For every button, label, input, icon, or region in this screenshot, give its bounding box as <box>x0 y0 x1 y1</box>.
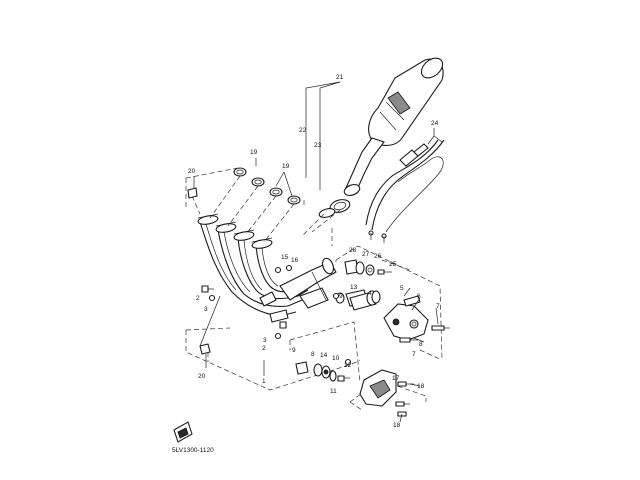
exhaust-header-pipes[interactable] <box>197 213 337 323</box>
callout-7-b: 7 <box>412 351 416 358</box>
callout-6: 6 <box>417 293 421 300</box>
callout-20: 20 <box>188 168 196 175</box>
exploded-view-guides <box>185 167 443 411</box>
callout-23: 23 <box>314 142 322 149</box>
callout-8-b: 8 <box>311 351 315 358</box>
callout-8: 8 <box>419 341 423 348</box>
washer-grommet-set[interactable] <box>295 358 352 382</box>
callout-16: 16 <box>291 257 299 264</box>
callout-14: 14 <box>320 352 328 359</box>
muffler-assembly[interactable] <box>318 54 446 219</box>
callout-13: 13 <box>350 284 358 291</box>
small-hardware[interactable] <box>274 259 393 300</box>
callout-3: 3 <box>204 306 208 313</box>
callout-21: 21 <box>336 74 344 81</box>
side-cover[interactable] <box>359 369 414 417</box>
callout-labels: 1 2 2 3 3 4 5 6 7 7 8 9 9 8 10 11 12 13 … <box>188 74 440 429</box>
callout-2: 2 <box>196 295 200 302</box>
leader-lines <box>193 81 443 423</box>
gaskets[interactable] <box>233 167 301 205</box>
callout-26: 26 <box>374 253 382 260</box>
callout-7: 7 <box>436 303 440 310</box>
callout-19: 19 <box>250 149 258 156</box>
callout-2-b: 2 <box>262 345 266 352</box>
callout-9: 9 <box>292 347 296 354</box>
callout-18: 18 <box>417 383 425 390</box>
callout-10: 10 <box>332 355 340 362</box>
diagram-code: 5LV1300-1120 <box>172 447 214 454</box>
callout-17: 17 <box>392 375 400 382</box>
mounting-bracket[interactable] <box>383 295 450 343</box>
control-cables[interactable] <box>365 139 445 243</box>
callout-22: 22 <box>299 127 307 134</box>
callout-25: 25 <box>389 261 397 268</box>
callout-11: 11 <box>330 388 337 395</box>
callout-1: 1 <box>262 378 266 385</box>
callout-27: 27 <box>362 251 370 258</box>
bolts-and-nuts[interactable] <box>173 187 287 443</box>
callout-5: 5 <box>400 285 404 292</box>
callout-4: 4 <box>368 290 372 297</box>
joint-pipe-parts[interactable] <box>335 289 381 311</box>
callout-15: 15 <box>281 254 289 261</box>
callout-19-b: 19 <box>282 163 290 170</box>
callout-12: 12 <box>344 362 352 369</box>
callout-9-b: 9 <box>339 293 343 300</box>
callout-28: 28 <box>349 247 357 254</box>
callout-3-b: 3 <box>263 337 267 344</box>
callout-20-b: 20 <box>198 373 206 380</box>
callout-24: 24 <box>431 120 439 127</box>
callout-18-b: 18 <box>393 422 401 429</box>
